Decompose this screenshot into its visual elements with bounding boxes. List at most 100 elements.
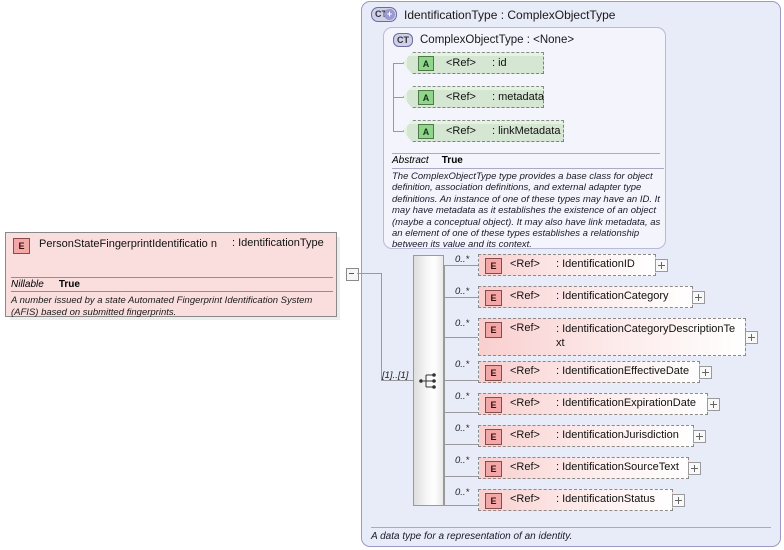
child-cardinality: 0..* — [455, 423, 470, 434]
complex-type-icon[interactable]: CT — [393, 33, 413, 47]
complex-type-panel-title: IdentificationType : ComplexObjectType — [404, 7, 616, 22]
plus-icon-vertical — [694, 465, 695, 472]
source-element-header: E PersonStateFingerprintIdentificatio n — [13, 238, 332, 254]
attribute-name-label: : metadata — [491, 91, 544, 103]
child-element-box[interactable]: E <Ref> : IdentificationSourceText — [478, 457, 691, 481]
expand-toggle[interactable] — [693, 430, 706, 443]
attribute-icon: A — [418, 124, 434, 139]
attribute-icon: A — [418, 56, 434, 71]
plus-icon-vertical — [751, 334, 752, 341]
expand-toggle[interactable] — [672, 494, 685, 507]
attribute-ref-label: <Ref> — [446, 57, 476, 69]
child-ref-label: <Ref> — [510, 493, 540, 505]
element-icon: E — [485, 290, 502, 306]
source-element-box[interactable]: E PersonStateFingerprintIdentificatio n … — [5, 232, 340, 320]
child-ref-label: <Ref> — [510, 461, 540, 473]
box-shadow — [407, 90, 544, 108]
child-element-box[interactable]: E <Ref> : IdentificationJurisdiction — [478, 425, 696, 449]
child-element-box[interactable]: E <Ref> : IdentificationCategoryDescript… — [478, 318, 748, 358]
child-name-label: : IdentificationEffectiveDate — [555, 365, 690, 377]
abstract-value: True — [441, 155, 463, 166]
minus-icon — [349, 273, 354, 274]
child-ref-label: <Ref> — [510, 397, 540, 409]
element-icon: E — [485, 461, 502, 477]
attribute-row[interactable]: A <Ref> : id — [403, 52, 544, 74]
child-element-row[interactable]: E <Ref> : IdentificationCategoryDescript… — [478, 318, 748, 358]
child-branch — [444, 337, 478, 338]
collapse-toggle[interactable] — [346, 268, 359, 281]
abstract-label: Abstract — [392, 155, 429, 166]
child-element-row[interactable]: E <Ref> : IdentificationID — [478, 254, 658, 278]
child-element-box[interactable]: E <Ref> : IdentificationEffectiveDate — [478, 361, 702, 385]
plus-icon-vertical — [698, 294, 699, 301]
base-type-title: ComplexObjectType : <None> — [420, 34, 575, 46]
child-element-row[interactable]: E <Ref> : IdentificationStatus — [478, 489, 675, 513]
child-element-box[interactable]: E <Ref> : IdentificationCategory — [478, 286, 695, 310]
attribute-ref-label: <Ref> — [446, 125, 476, 137]
child-ref-label: <Ref> — [510, 365, 540, 377]
element-icon: E — [485, 322, 502, 338]
child-name-label: : IdentificationCategoryDescriptionText — [555, 323, 736, 349]
nillable-label: Nillable — [11, 279, 44, 290]
attribute-row[interactable]: A <Ref> : metadata — [403, 86, 544, 108]
attribute-row[interactable]: A <Ref> : linkMetadata — [403, 120, 564, 142]
attribute-box[interactable]: A <Ref> : linkMetadata — [403, 120, 564, 142]
child-name-label: : IdentificationJurisdiction — [555, 429, 679, 441]
plus-icon-vertical — [705, 369, 706, 376]
element-icon: E — [485, 365, 502, 381]
box-shadow — [407, 56, 544, 74]
child-ref-label: <Ref> — [510, 429, 540, 441]
child-name-label: : IdentificationStatus — [555, 493, 656, 505]
attribute-icon: A — [418, 90, 434, 105]
source-element-name: PersonStateFingerprintIdentificatio n — [39, 238, 217, 250]
child-cardinality: 0..* — [455, 286, 470, 297]
expand-toggle[interactable] — [655, 259, 668, 272]
child-element-box[interactable]: E <Ref> : IdentificationStatus — [478, 489, 675, 513]
complex-type-badge-text: CT — [375, 9, 387, 19]
complex-type-documentation: A data type for a representation of an i… — [371, 527, 771, 542]
base-type-header: CT ComplexObjectType : <None> — [393, 33, 574, 47]
expand-toggle[interactable] — [745, 331, 758, 344]
connector-left-to-panel — [357, 273, 381, 274]
expand-toggle[interactable] — [692, 291, 705, 304]
complex-type-expanded-icon[interactable]: CT + — [371, 7, 397, 22]
attribute-box[interactable]: A <Ref> : metadata — [403, 86, 544, 108]
attribute-box[interactable]: A <Ref> : id — [403, 52, 544, 74]
attribute-name-label: : linkMetadata — [491, 125, 561, 137]
child-element-box[interactable]: E <Ref> : IdentificationExpirationDate — [478, 393, 710, 417]
child-branch — [444, 380, 478, 381]
attribute-branch-2 — [393, 97, 403, 98]
child-cardinality: 0..* — [455, 455, 470, 466]
element-icon: E — [485, 258, 502, 274]
box-shadow — [407, 124, 564, 142]
child-element-row[interactable]: E <Ref> : IdentificationCategory — [478, 286, 695, 310]
child-element-box[interactable]: E <Ref> : IdentificationID — [478, 254, 658, 278]
child-element-row[interactable]: E <Ref> : IdentificationSourceText — [478, 457, 691, 481]
child-ref-label: <Ref> — [510, 258, 540, 270]
plus-icon-vertical — [678, 497, 679, 504]
element-icon: E — [485, 429, 502, 445]
plus-icon-vertical — [699, 433, 700, 440]
child-element-row[interactable]: E <Ref> : IdentificationExpirationDate — [478, 393, 710, 417]
plus-icon-vertical — [661, 262, 662, 269]
expand-toggle[interactable] — [688, 462, 701, 475]
child-ref-label: <Ref> — [510, 290, 540, 302]
plus-icon[interactable]: + — [384, 9, 395, 20]
source-element-documentation: A number issued by a state Automated Fin… — [11, 295, 313, 318]
child-branch — [444, 297, 478, 298]
child-element-row[interactable]: E <Ref> : IdentificationJurisdiction — [478, 425, 696, 449]
child-branch — [444, 505, 478, 506]
attribute-branch-3 — [393, 131, 403, 132]
nillable-value: True — [58, 279, 80, 290]
expand-toggle[interactable] — [707, 398, 720, 411]
child-ref-label: <Ref> — [510, 322, 540, 334]
expand-toggle[interactable] — [699, 366, 712, 379]
child-cardinality: 0..* — [455, 318, 470, 329]
child-cardinality: 0..* — [455, 254, 470, 265]
source-element-title: PersonStateFingerprintIdentificatio n — [39, 238, 317, 251]
child-element-row[interactable]: E <Ref> : IdentificationEffectiveDate — [478, 361, 702, 385]
complex-type-panel-header: CT + IdentificationType : ComplexObjectT… — [371, 7, 615, 22]
element-icon: E — [485, 493, 502, 509]
child-name-label: : IdentificationCategory — [555, 290, 669, 302]
child-cardinality: 0..* — [455, 487, 470, 498]
